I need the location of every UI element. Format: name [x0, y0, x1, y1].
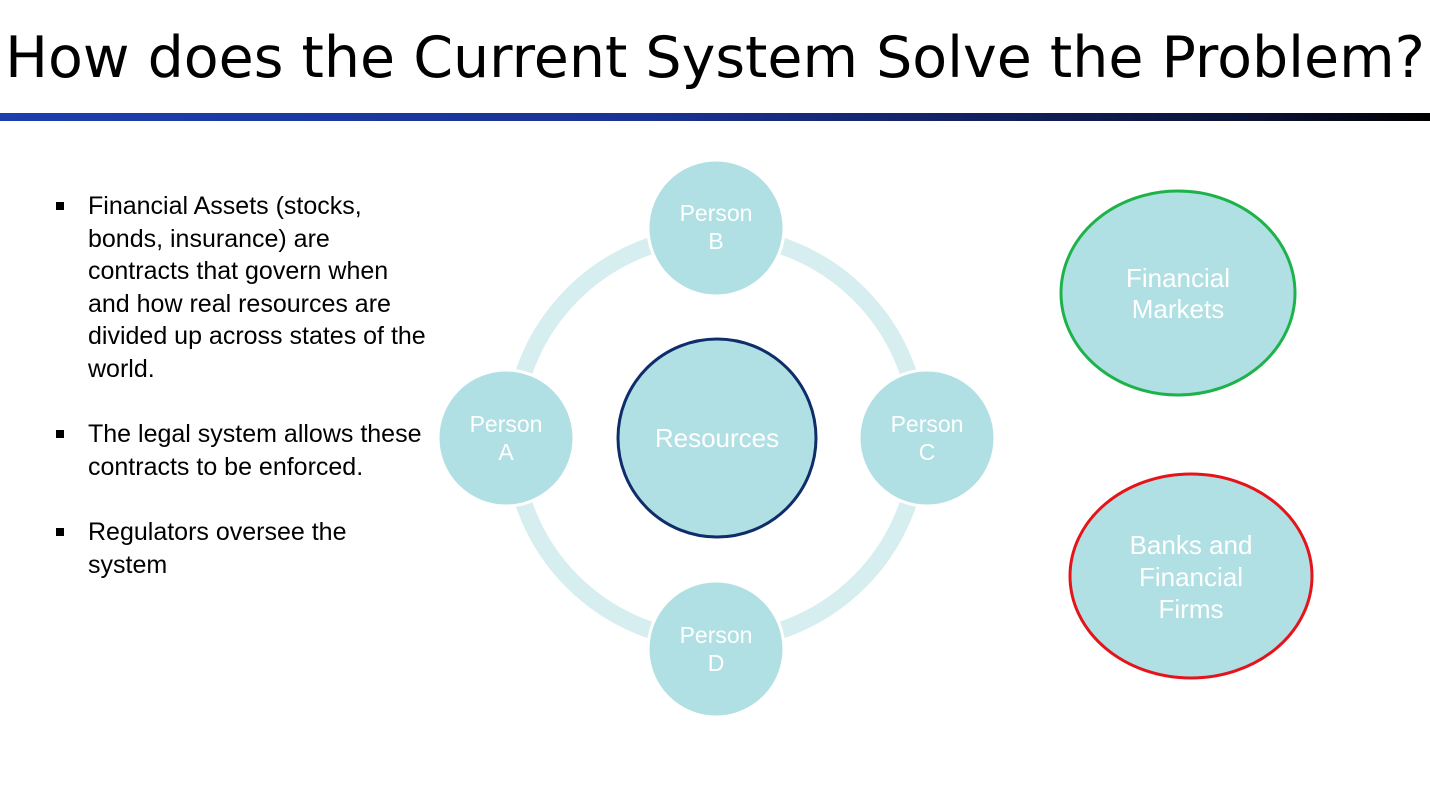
node-financial-markets-label-line1: Financial	[1126, 263, 1230, 293]
bullet-list: Financial Assets (stocks, bonds, insuran…	[50, 190, 430, 614]
bullet-item: The legal system allows these contracts …	[50, 418, 430, 483]
node-banks-financial-firms: Banks and Financial Firms	[1068, 472, 1314, 680]
node-person-a-label-line1: Person	[470, 411, 543, 437]
node-person-d-label-line2: D	[708, 650, 725, 676]
node-person-a: Person A	[436, 368, 576, 508]
bullet-square-icon	[56, 202, 64, 210]
bullet-square-icon	[56, 528, 64, 536]
node-person-a-label-line2: A	[498, 439, 514, 465]
slide-title: How does the Current System Solve the Pr…	[5, 25, 1425, 91]
node-person-c-label-line2: C	[919, 439, 936, 465]
bullet-text: Financial Assets (stocks, bonds, insuran…	[88, 192, 426, 383]
node-resources-label: Resources	[655, 423, 779, 453]
node-financial-markets: Financial Markets	[1059, 189, 1297, 397]
node-person-d: Person D	[646, 579, 786, 719]
node-banks-ellipse	[1068, 472, 1314, 680]
node-person-b-label-line2: B	[708, 228, 723, 254]
bullet-item: Regulators oversee the system	[50, 516, 430, 581]
node-person-c-label-line1: Person	[891, 411, 964, 437]
node-person-d-label-line1: Person	[680, 622, 753, 648]
title-rule	[0, 113, 1430, 121]
node-person-c-circle	[857, 368, 997, 508]
node-person-b-label-line1: Person	[680, 200, 753, 226]
node-person-b-circle	[646, 158, 786, 298]
bullet-square-icon	[56, 430, 64, 438]
bullet-item: Financial Assets (stocks, bonds, insuran…	[50, 190, 430, 385]
bullet-text: The legal system allows these contracts …	[88, 420, 422, 481]
node-person-b: Person B	[646, 158, 786, 298]
node-resources: Resources	[616, 337, 818, 539]
node-financial-markets-label-line2: Markets	[1132, 294, 1224, 324]
node-person-c: Person C	[857, 368, 997, 508]
node-banks-label-line3: Firms	[1159, 594, 1224, 624]
node-resources-circle	[616, 337, 818, 539]
bullet-text: Regulators oversee the system	[88, 518, 347, 579]
node-banks-label-line1: Banks and	[1130, 530, 1253, 560]
node-person-d-circle	[646, 579, 786, 719]
node-financial-markets-ellipse	[1059, 189, 1297, 397]
node-person-a-circle	[436, 368, 576, 508]
node-banks-label-line2: Financial	[1139, 562, 1243, 592]
